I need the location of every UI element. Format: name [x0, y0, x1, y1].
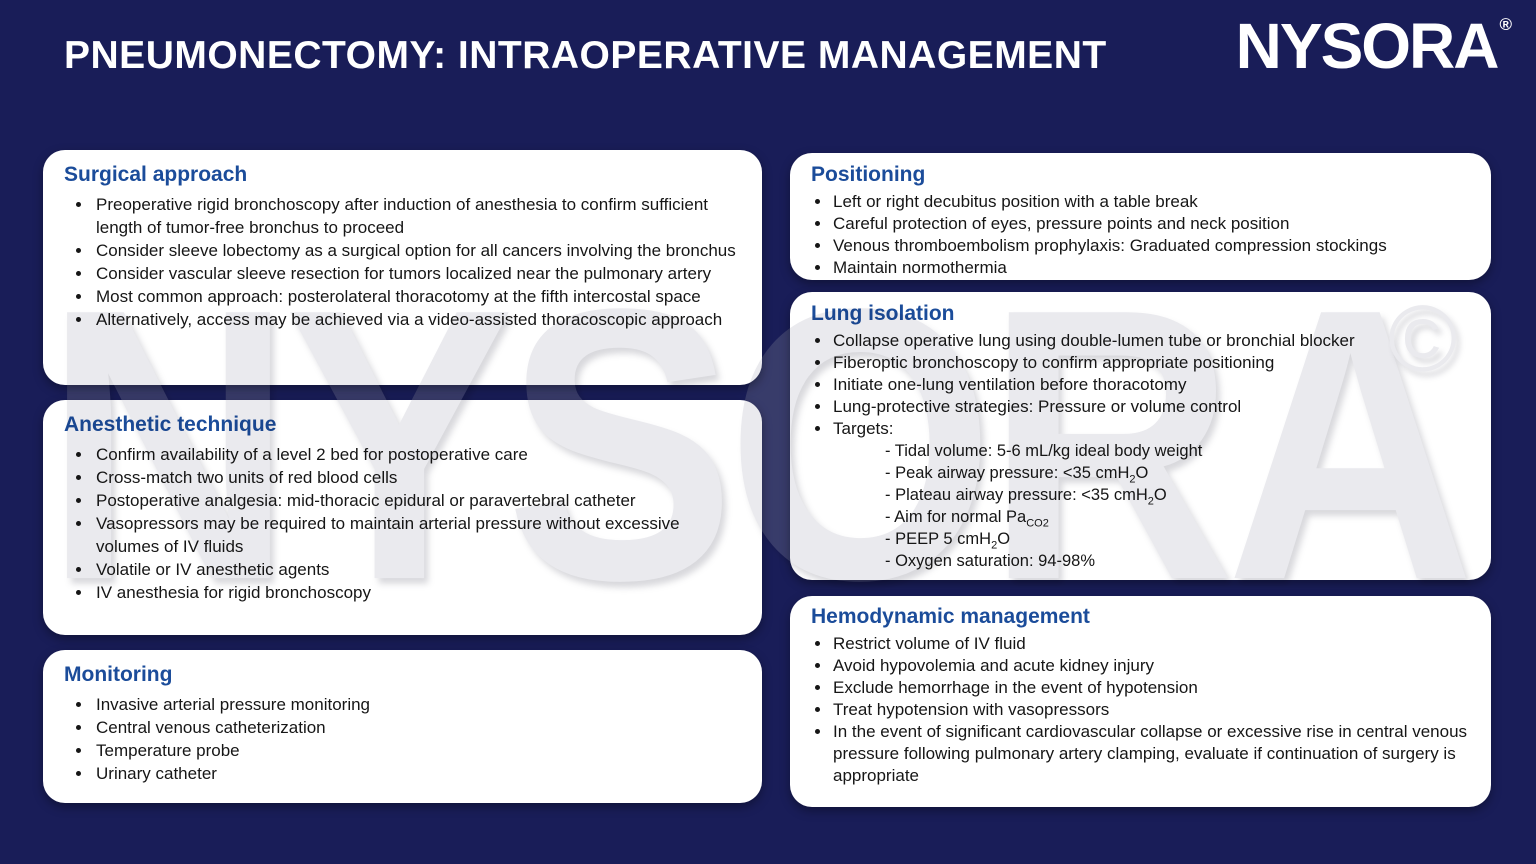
bullet-text: In the event of significant cardiovascul…: [833, 722, 1468, 786]
bullet-item: Most common approach: posterolateral tho…: [64, 285, 740, 308]
card-title: Anesthetic technique: [64, 413, 277, 436]
bullet-text: Exclude hemorrhage in the event of hypot…: [833, 678, 1198, 698]
target-sub-item: - Aim for normal PaCO2: [885, 508, 1049, 530]
bullet-text: Collapse operative lung using double-lum…: [833, 331, 1355, 351]
bullet-item: Initiate one-lung ventilation before tho…: [811, 374, 1469, 396]
nysora-logo: NYSORA®: [1236, 14, 1512, 78]
card-title: Lung isolation: [811, 302, 955, 325]
bullet-text: Targets:: [833, 419, 894, 439]
bullet-item: Central venous catheterization: [64, 716, 740, 739]
bullet-text: Postoperative analgesia: mid-thoracic ep…: [96, 491, 636, 511]
target-sub-item: - PEEP 5 cmH2O: [885, 530, 1011, 552]
bullet-text: Treat hypotension with vasopressors: [833, 700, 1110, 720]
bullet-item: Alternatively, access may be achieved vi…: [64, 308, 740, 331]
bullet-text: Urinary catheter: [96, 764, 217, 784]
bullet-item: Temperature probe: [64, 739, 740, 762]
bullet-item: Fiberoptic bronchoscopy to confirm appro…: [811, 352, 1469, 374]
bullet-text: Maintain normothermia: [833, 258, 1007, 278]
page-title: PNEUMONECTOMY: INTRAOPERATIVE MANAGEMENT: [64, 34, 1107, 77]
bullet-item: Consider sleeve lobectomy as a surgical …: [64, 239, 740, 262]
bullet-item: In the event of significant cardiovascul…: [811, 721, 1469, 787]
bullet-text: Initiate one-lung ventilation before tho…: [833, 375, 1187, 395]
bullet-text: IV anesthesia for rigid bronchoscopy: [96, 583, 371, 603]
card-positioning: Positioning Left or right decubitus posi…: [790, 153, 1491, 280]
bullet-text: Volatile or IV anesthetic agents: [96, 560, 330, 580]
bullet-item: Cross-match two units of red blood cells: [64, 466, 740, 489]
target-sub-item: - Tidal volume: 5-6 mL/kg ideal body wei…: [885, 442, 1203, 461]
bullet-text: Vasopressors may be required to maintain…: [96, 514, 680, 557]
bullet-item: Exclude hemorrhage in the event of hypot…: [811, 677, 1469, 699]
bullet-item: Venous thromboembolism prophylaxis: Grad…: [811, 235, 1469, 257]
bullet-item: Targets: - Tidal volume: 5-6 mL/kg ideal …: [811, 418, 1469, 572]
bullet-text: Venous thromboembolism prophylaxis: Grad…: [833, 236, 1387, 256]
bullet-item: Urinary catheter: [64, 762, 740, 785]
card-hemodynamic-management: Hemodynamic management Restrict volume o…: [790, 596, 1491, 807]
target-sub-list: - Tidal volume: 5-6 mL/kg ideal body wei…: [885, 440, 1469, 572]
bullet-item: IV anesthesia for rigid bronchoscopy: [64, 581, 740, 604]
card-title: Hemodynamic management: [811, 605, 1090, 628]
card-lung-isolation: Lung isolation Collapse operative lung u…: [790, 292, 1491, 580]
bullet-list: Confirm availability of a level 2 bed fo…: [64, 443, 740, 604]
bullet-text: Most common approach: posterolateral tho…: [96, 287, 701, 307]
bullet-item: Preoperative rigid bronchoscopy after in…: [64, 193, 740, 239]
bullet-item: Lung-protective strategies: Pressure or …: [811, 396, 1469, 418]
bullet-item: Volatile or IV anesthetic agents: [64, 558, 740, 581]
bullet-text: Central venous catheterization: [96, 718, 326, 738]
card-surgical-approach: Surgical approach Preoperative rigid bro…: [43, 150, 762, 385]
bullet-item: Collapse operative lung using double-lum…: [811, 330, 1469, 352]
registered-trademark-icon: ®: [1499, 15, 1512, 34]
bullet-item: Consider vascular sleeve resection for t…: [64, 262, 740, 285]
bullet-text: Temperature probe: [96, 741, 240, 761]
bullet-text: Careful protection of eyes, pressure poi…: [833, 214, 1290, 234]
bullet-text: Alternatively, access may be achieved vi…: [96, 310, 723, 330]
nysora-logo-text: NYSORA: [1235, 10, 1500, 82]
bullet-text: Invasive arterial pressure monitoring: [96, 695, 371, 715]
bullet-list: Preoperative rigid bronchoscopy after in…: [64, 193, 740, 331]
bullet-item: Vasopressors may be required to maintain…: [64, 512, 740, 558]
bullet-text: Avoid hypovolemia and acute kidney injur…: [833, 656, 1154, 676]
card-title: Monitoring: [64, 663, 173, 686]
target-sub-item: - Oxygen saturation: 94-98%: [885, 552, 1096, 571]
bullet-text: Confirm availability of a level 2 bed fo…: [96, 445, 528, 465]
bullet-item: Left or right decubitus position with a …: [811, 191, 1469, 213]
target-sub-item: - Plateau airway pressure: <35 cmH2O: [885, 486, 1167, 508]
bullet-item: Careful protection of eyes, pressure poi…: [811, 213, 1469, 235]
card-title: Positioning: [811, 163, 926, 186]
bullet-text: Left or right decubitus position with a …: [833, 192, 1198, 212]
bullet-list: Collapse operative lung using double-lum…: [811, 330, 1469, 572]
bullet-item: Restrict volume of IV fluid: [811, 633, 1469, 655]
bullet-text: Fiberoptic bronchoscopy to confirm appro…: [833, 353, 1275, 373]
bullet-item: Treat hypotension with vasopressors: [811, 699, 1469, 721]
card-monitoring: Monitoring Invasive arterial pressure mo…: [43, 650, 762, 803]
bullet-item: Invasive arterial pressure monitoring: [64, 693, 740, 716]
bullet-list: Left or right decubitus position with a …: [811, 191, 1469, 279]
bullet-text: Restrict volume of IV fluid: [833, 634, 1026, 654]
bullet-item: Avoid hypovolemia and acute kidney injur…: [811, 655, 1469, 677]
target-sub-item: - Peak airway pressure: <35 cmH2O: [885, 464, 1149, 486]
bullet-item: Maintain normothermia: [811, 257, 1469, 279]
bullet-text: Consider sleeve lobectomy as a surgical …: [96, 241, 736, 261]
card-title: Surgical approach: [64, 163, 248, 186]
bullet-text: Lung-protective strategies: Pressure or …: [833, 397, 1242, 417]
bullet-item: Postoperative analgesia: mid-thoracic ep…: [64, 489, 740, 512]
bullet-text: Cross-match two units of red blood cells: [96, 468, 398, 488]
card-anesthetic-technique: Anesthetic technique Confirm availabilit…: [43, 400, 762, 635]
bullet-text: Consider vascular sleeve resection for t…: [96, 264, 712, 284]
bullet-item: Confirm availability of a level 2 bed fo…: [64, 443, 740, 466]
bullet-text: Preoperative rigid bronchoscopy after in…: [96, 195, 709, 238]
